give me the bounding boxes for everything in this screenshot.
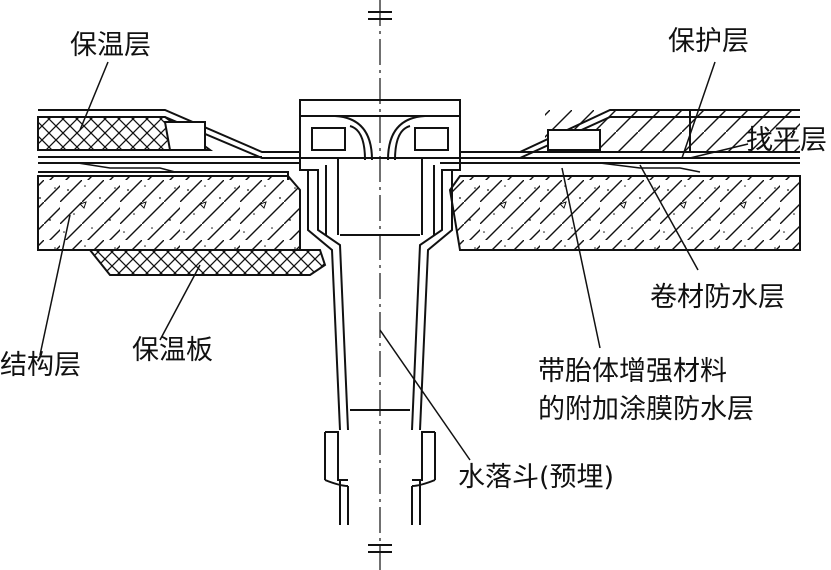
- label-structural-layer: 结构层: [0, 350, 81, 381]
- leader-membrane-layer: [639, 164, 699, 271]
- label-protective-layer: 保护层: [668, 26, 749, 57]
- leader-lines: [39, 61, 749, 461]
- label-membrane-waterproof-layer: 卷材防水层: [650, 282, 785, 313]
- left-insulation-board: [87, 249, 327, 276]
- downpipe: [324, 431, 436, 525]
- center-axis: [368, 0, 392, 570]
- right-structural-slab: [448, 175, 801, 251]
- label-roof-drain: 水落斗(预埋): [458, 462, 615, 493]
- leader-coating-layer: [561, 167, 601, 349]
- right-membrane-lines: [440, 151, 800, 173]
- label-leveling-layer: 找平层: [746, 125, 827, 156]
- leader-roof-drain: [379, 329, 471, 461]
- leader-insulation-board: [159, 264, 201, 341]
- leader-leveling-layer: [689, 143, 749, 159]
- label-insulation-board: 保温板: [132, 335, 213, 366]
- leader-structural-layer: [39, 214, 71, 356]
- leader-insulation-layer: [79, 61, 109, 131]
- label-coating-line1: 带胎体增强材料: [538, 356, 727, 387]
- left-structural-slab: [37, 175, 301, 251]
- right-protective-layer: [460, 109, 800, 159]
- leader-protective-layer: [681, 61, 716, 159]
- label-insulation-layer: 保温层: [70, 30, 151, 61]
- label-coating-line2: 的附加涂膜防水层: [538, 394, 754, 425]
- drain-funnel: [299, 158, 461, 431]
